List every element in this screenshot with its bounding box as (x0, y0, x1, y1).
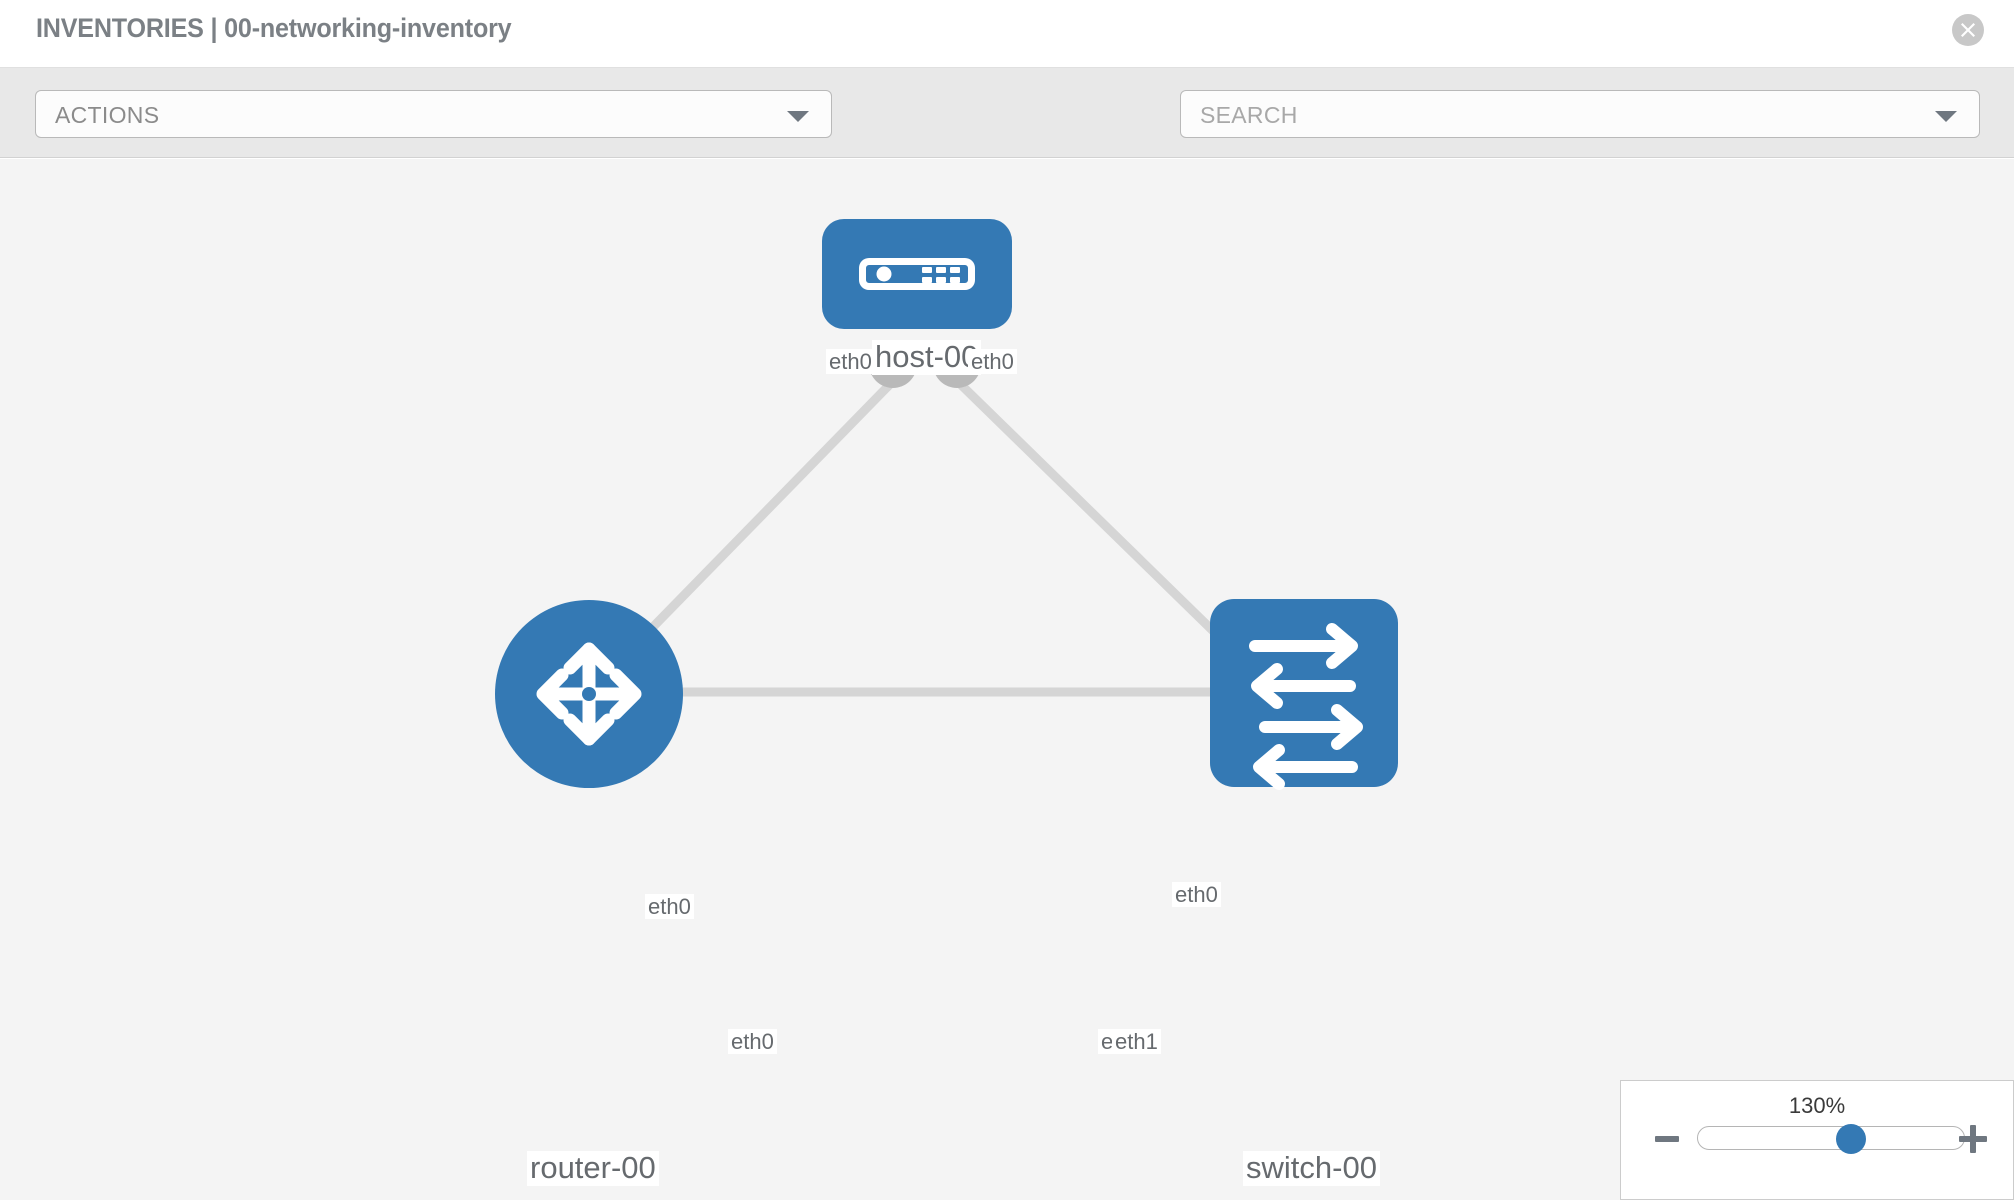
topology-connectors (626, 340, 1268, 716)
plus-icon[interactable] (1959, 1125, 1987, 1153)
node-host-00[interactable] (822, 219, 1012, 329)
node-label-host-00: host-00 (872, 340, 982, 375)
chevron-down-icon (1935, 111, 1957, 122)
topology-graph (495, 219, 1398, 790)
page-title: INVENTORIES | 00-networking-inventory (36, 13, 512, 43)
interface-label-router00-eth0: eth0 (728, 1029, 777, 1055)
zoom-control: 130% (1620, 1080, 2014, 1200)
chevron-down-icon (787, 111, 809, 122)
zoom-percent-label: 130% (1788, 1093, 1846, 1118)
node-label-switch-00: switch-00 (1243, 1151, 1380, 1186)
interface-label-host00-eth0-left: eth0 (826, 349, 875, 375)
topology-canvas[interactable]: eth0 host-00 eth0 eth0 eth0 eth0 eth eth… (0, 159, 2014, 1200)
toolbar: ACTIONS SEARCH (0, 68, 2014, 194)
interface-label-switch00-eth1: eth1 (1112, 1029, 1161, 1055)
close-icon[interactable] (1952, 14, 1984, 46)
link-host00-router00[interactable] (606, 370, 904, 675)
node-label-router-00: router-00 (527, 1151, 659, 1186)
interface-label-router00-uplink-eth0: eth0 (645, 894, 694, 920)
interface-label-switch00-uplink-eth0: eth0 (1172, 882, 1221, 908)
actions-dropdown[interactable]: ACTIONS (35, 90, 832, 138)
minus-icon[interactable] (1655, 1136, 1679, 1142)
page-header: INVENTORIES | 00-networking-inventory (0, 0, 2014, 68)
topology-links (606, 370, 1254, 697)
node-switch-00[interactable] (1210, 599, 1398, 790)
zoom-slider-thumb[interactable] (1836, 1124, 1866, 1154)
node-router-00[interactable] (495, 600, 683, 788)
search-placeholder: SEARCH (1200, 102, 1298, 128)
actions-dropdown-label: ACTIONS (55, 102, 160, 128)
search-input[interactable]: SEARCH (1180, 90, 1980, 138)
zoom-slider-track[interactable] (1697, 1126, 1965, 1150)
link-host00-switch00[interactable] (946, 370, 1254, 671)
interface-label-host00-eth0-right: eth0 (968, 349, 1017, 375)
